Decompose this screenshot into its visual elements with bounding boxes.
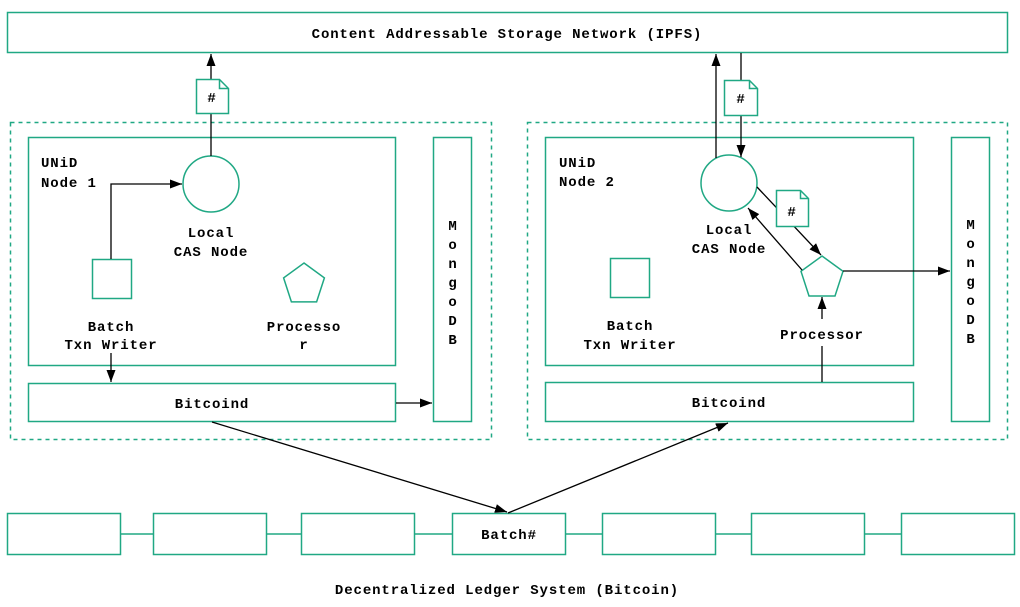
node-1-cas-node-label: CAS Node [174, 245, 248, 261]
node-2-mongodb-letter: n [966, 256, 975, 272]
node-2-mongodb-letter: g [966, 275, 975, 291]
node-1-batch-writer-label: Txn Writer [64, 338, 157, 354]
node-2-cas-node-label: Local [706, 223, 753, 239]
node-1-title: UNiD [41, 156, 78, 172]
node-2-boundary [526, 121, 1009, 441]
ipfs-network-label: Content Addressable Storage Network (IPF… [312, 27, 703, 43]
ledger-block [6, 512, 122, 556]
node-2-mongodb-box [950, 136, 991, 423]
node-2-processor-label: Processor [780, 328, 864, 344]
arrow-node-2-processor-to-cas [747, 207, 803, 271]
node-1-mongodb-letter: D [448, 314, 457, 330]
node-1-processor-pentagon [282, 262, 326, 303]
arrow-batch-block-to-node-2-bitcoind [507, 422, 729, 514]
batch-block-label: Batch# [481, 528, 537, 544]
node-2-bitcoind-label: Bitcoind [692, 396, 766, 412]
node-1-batch-writer-label: Batch [88, 320, 135, 336]
node-1-mongodb-letter: o [448, 238, 457, 254]
node-1-cas-node-circle [182, 155, 240, 213]
hash-document-icon: # [195, 78, 230, 115]
node-2-host-box [544, 136, 915, 367]
ledger-system-label: Decentralized Ledger System (Bitcoin) [335, 583, 679, 599]
node-2-bitcoind-box [544, 381, 915, 423]
hash-document-icon: # [723, 79, 759, 117]
node-2-batch-writer-square [609, 257, 651, 299]
node-2-mongodb-letter: B [966, 332, 975, 348]
node-2-mongodb-letter: M [966, 218, 975, 234]
ipfs-network: Content Addressable Storage Network (IPF… [6, 11, 1009, 54]
node-1-mongodb-box [432, 136, 473, 423]
arrow-node-1-writer-to-cas [110, 179, 182, 259]
node-1-boundary [9, 121, 493, 441]
node-2-mongodb-letter: D [966, 313, 975, 329]
node-1-title: Node 1 [41, 176, 97, 192]
node-1-mongodb-letter: M [448, 219, 457, 235]
data-flow-arrows [106, 53, 950, 514]
ledger-block [900, 512, 1016, 556]
node-1-labels: UNiD Node 1 Local CAS Node Batch Txn Wri… [41, 156, 457, 413]
node-1-processor-label: r [299, 338, 308, 354]
ledger-block-batch [451, 512, 567, 556]
node-2-batch-writer-label: Txn Writer [583, 338, 676, 354]
node-1-batch-writer-square [91, 258, 133, 300]
hash-symbol: # [787, 205, 796, 221]
node-2-cas-node-circle [700, 154, 758, 212]
arrow-node-1-bitcoind-to-batch-block [211, 421, 508, 513]
node-1-bitcoind-label: Bitcoind [175, 397, 249, 413]
ledger-block [750, 512, 866, 556]
node-1-mongodb-letter: g [448, 276, 457, 292]
hash-document-icon: # [775, 189, 810, 228]
unid-node-2 [526, 121, 1009, 441]
node-1-mongodb-letter: B [448, 333, 457, 349]
node-2-processor-pentagon [800, 255, 844, 297]
node-1-mongodb-letter: n [448, 257, 457, 273]
node-2-title: Node 2 [559, 175, 615, 191]
unid-node-1 [9, 121, 493, 441]
node-2-title: UNiD [559, 156, 596, 172]
node-1-bitcoind-box [27, 382, 397, 423]
node-2-batch-writer-label: Batch [607, 319, 654, 335]
hash-symbol: # [207, 91, 216, 107]
node-1-processor-label: Processo [267, 320, 341, 336]
ledger-block [601, 512, 717, 556]
ipfs-network-box [6, 11, 1009, 54]
node-2-cas-node-label: CAS Node [692, 242, 766, 258]
node-2-mongodb-letter: o [966, 294, 975, 310]
node-1-cas-node-label: Local [188, 226, 235, 242]
hash-symbol: # [736, 92, 745, 108]
node-2-labels: UNiD Node 2 Local CAS Node Batch Txn Wri… [559, 156, 975, 412]
ledger-block [152, 512, 268, 556]
ledger-block [300, 512, 416, 556]
node-2-mongodb-letter: o [966, 237, 975, 253]
node-1-mongodb-letter: o [448, 295, 457, 311]
ledger-chain [6, 512, 1016, 556]
